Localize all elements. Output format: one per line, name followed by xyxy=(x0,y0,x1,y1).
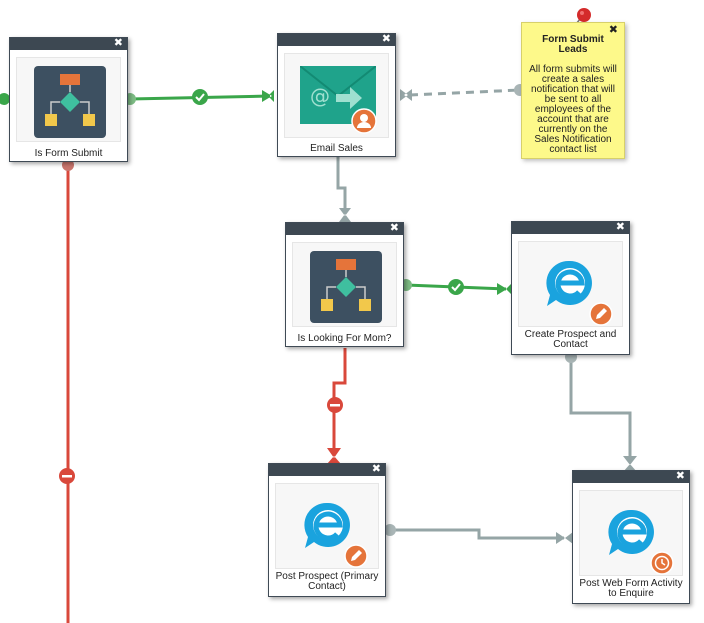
node-header[interactable]: ✖ xyxy=(269,462,385,476)
yes-check-icon xyxy=(192,89,208,105)
node-header[interactable]: ✖ xyxy=(573,469,689,483)
arrow-head-icon xyxy=(262,90,274,102)
node-post-web-form[interactable]: ✖ Post Web Form Activity to Enquire xyxy=(572,469,690,604)
pencil-icon xyxy=(589,302,613,326)
node-header[interactable]: ✖ xyxy=(286,221,403,235)
yes-check-icon xyxy=(448,279,464,295)
note-body: All form submits will create a sales not… xyxy=(529,64,617,155)
node-icon-area xyxy=(16,57,121,142)
e-logo-icon xyxy=(546,260,592,306)
pencil-icon xyxy=(344,544,368,568)
clock-icon xyxy=(650,551,674,575)
node-icon-area xyxy=(275,483,379,569)
decision-flowchart-icon xyxy=(34,66,106,138)
node-is-looking-for-mom[interactable]: ✖ Is Looking For Mom? xyxy=(285,221,404,347)
connector-form-submit-no-branch[interactable] xyxy=(59,159,75,623)
node-label: Is Looking For Mom? xyxy=(297,333,392,344)
node-label: Post Prospect (Primary Contact) xyxy=(275,571,379,592)
close-icon[interactable]: ✖ xyxy=(381,32,391,45)
svg-text:@: @ xyxy=(310,84,330,108)
node-icon-area xyxy=(292,242,397,327)
connector-note-to-email-sales[interactable] xyxy=(400,84,526,101)
decision-flowchart-icon xyxy=(310,251,382,323)
node-header[interactable]: ✖ xyxy=(10,36,127,50)
node-create-prospect[interactable]: ✖ Create Prospect and Contact xyxy=(511,220,630,355)
e-logo-icon xyxy=(304,502,350,548)
connector-email-sales-to-looking-for-mom[interactable] xyxy=(336,156,351,222)
node-label: Create Prospect and Contact xyxy=(524,329,617,350)
sticky-note[interactable]: ✖ Form Submit Leads All form submits wil… xyxy=(521,22,625,159)
note-title: Form Submit Leads xyxy=(542,34,604,55)
node-email-sales[interactable]: ✖ @ Email Sales xyxy=(277,32,396,157)
node-header[interactable]: ✖ xyxy=(278,32,395,46)
node-label: Email Sales xyxy=(310,143,363,154)
close-icon[interactable]: ✖ xyxy=(675,469,685,482)
connector-post-prospect-to-post-web-form[interactable] xyxy=(384,524,573,544)
close-icon[interactable]: ✖ xyxy=(389,221,399,234)
connector-create-prospect-to-post-web-form[interactable] xyxy=(565,351,637,472)
node-label: Is Form Submit xyxy=(34,148,103,159)
close-icon[interactable]: ✖ xyxy=(615,220,625,233)
close-icon[interactable]: ✖ xyxy=(608,23,618,36)
node-label: Post Web Form Activity to Enquire xyxy=(579,578,683,599)
connector-looking-for-mom-to-post-prospect[interactable] xyxy=(327,348,347,464)
node-icon-area: @ xyxy=(284,53,389,138)
node-icon-area xyxy=(518,241,623,327)
user-group-icon xyxy=(351,108,377,134)
close-icon[interactable]: ✖ xyxy=(113,36,123,49)
connector-looking-for-mom-to-create-prospect[interactable] xyxy=(400,279,512,295)
node-post-prospect[interactable]: ✖ Post Prospect (Primary Contact) xyxy=(268,462,386,597)
close-icon[interactable]: ✖ xyxy=(371,462,381,475)
node-header[interactable]: ✖ xyxy=(512,220,629,234)
node-is-form-submit[interactable]: ✖ Is Form Submit xyxy=(9,36,128,162)
e-logo-icon xyxy=(608,509,654,555)
node-icon-area xyxy=(579,490,683,576)
